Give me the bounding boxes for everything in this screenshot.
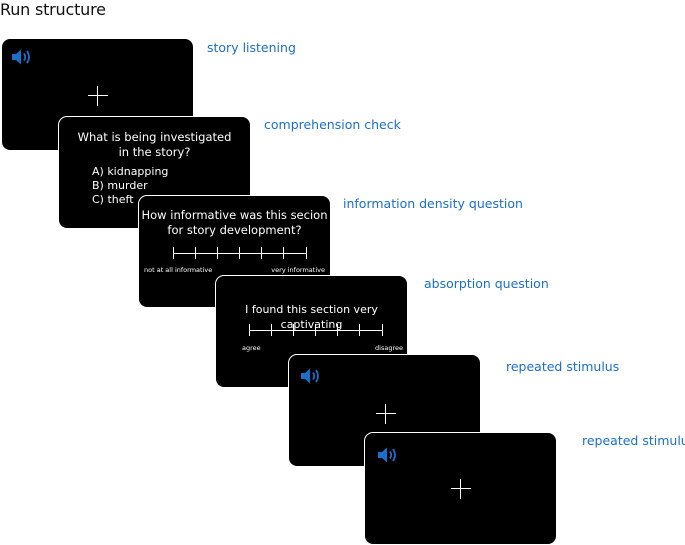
question-line-1: What is being investigated bbox=[77, 130, 232, 144]
answer-option-a: A) kidnapping bbox=[92, 165, 169, 178]
scale-line bbox=[249, 329, 383, 331]
answer-option-c: C) theft bbox=[92, 193, 134, 206]
scale-tick bbox=[195, 247, 196, 259]
answer-option-b: B) murder bbox=[92, 179, 148, 192]
step-label-absorption: absorption question bbox=[424, 276, 549, 291]
scale-tick bbox=[283, 247, 284, 259]
fixation-cross-icon bbox=[88, 86, 108, 106]
scale-tick bbox=[359, 324, 360, 336]
scale-label-right: very informative bbox=[271, 266, 325, 274]
step-label-story-listening: story listening bbox=[207, 40, 296, 55]
scale-label-right: disagree bbox=[375, 344, 403, 352]
scale-tick bbox=[315, 324, 316, 336]
answer-options: A) kidnapping B) murder C) theft bbox=[92, 165, 168, 207]
scale-label-left: not at all informative bbox=[144, 266, 213, 274]
rating-scale bbox=[249, 324, 383, 336]
scale-tick bbox=[249, 324, 250, 336]
scale-tick bbox=[382, 324, 383, 336]
question-line-2: in the story? bbox=[118, 145, 191, 159]
scale-tick bbox=[306, 247, 307, 259]
step-label-information-density: information density question bbox=[343, 196, 523, 211]
step-label-comprehension-check: comprehension check bbox=[264, 117, 401, 132]
rating-scale bbox=[173, 247, 307, 259]
scale-line bbox=[173, 252, 307, 254]
screen-repeated-stimulus-2 bbox=[364, 432, 557, 545]
scale-tick bbox=[217, 247, 218, 259]
scale-label-left: agree bbox=[242, 344, 261, 352]
question-line-1: I found this section very captivating bbox=[245, 303, 378, 331]
speaker-icon bbox=[378, 447, 396, 463]
scale-tick bbox=[239, 247, 240, 259]
scale-tick bbox=[293, 324, 294, 336]
fixation-cross-icon bbox=[376, 404, 396, 424]
step-label-repeated-stimulus-2: repeated stimulus bbox=[582, 433, 685, 448]
scale-tick bbox=[261, 247, 262, 259]
step-label-repeated-stimulus-1: repeated stimulus bbox=[506, 359, 620, 374]
fixation-cross-icon bbox=[451, 479, 471, 499]
scale-tick bbox=[173, 247, 174, 259]
speaker-icon bbox=[12, 49, 30, 65]
diagram-title: Run structure bbox=[0, 0, 106, 19]
scale-tick bbox=[337, 324, 338, 336]
scale-tick bbox=[271, 324, 272, 336]
speaker-icon bbox=[301, 368, 319, 384]
question-line-2: for story development? bbox=[167, 223, 302, 237]
question-line-1: How informative was this secion bbox=[141, 208, 328, 222]
